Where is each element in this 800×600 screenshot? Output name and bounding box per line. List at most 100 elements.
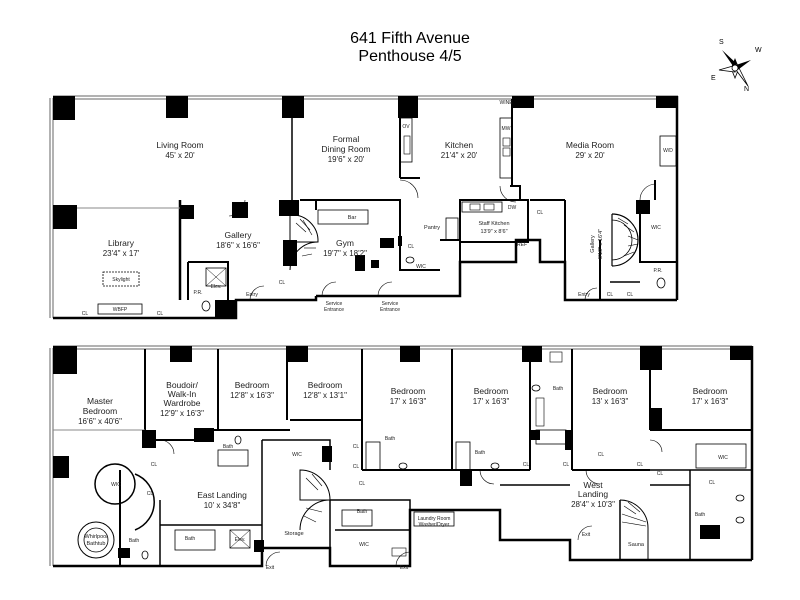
service-entrance-2-label-2: Entrance bbox=[380, 307, 400, 313]
living-room-dim: 45' x 20' bbox=[165, 151, 195, 160]
formal-dining-dim: 19'6" x 20' bbox=[328, 155, 365, 164]
staff-kitchen-dim: 13'9" x 8'6" bbox=[480, 229, 507, 235]
compass-e-label: E bbox=[711, 75, 716, 82]
master-bedroom-label-1: Master bbox=[87, 396, 113, 406]
master-bedroom-dim: 16'6" x 40'6" bbox=[78, 417, 122, 426]
gallery-east-dim: 8'10" x 16'4" bbox=[598, 229, 604, 259]
gallery-east-label: Gallery bbox=[590, 235, 596, 253]
whirlpool-label-1: Whirlpool bbox=[85, 534, 108, 540]
entry-2-label: Entry bbox=[578, 292, 590, 298]
exit-3-label: Exit bbox=[582, 532, 591, 538]
gym-dim: 19'7" x 18'2" bbox=[323, 249, 367, 258]
storage-label: Storage bbox=[284, 531, 303, 537]
boudoir-label-3: Wardrobe bbox=[163, 398, 200, 408]
elev-upper-label: Elev. bbox=[211, 284, 222, 290]
cl-lower-5: CL bbox=[523, 462, 530, 468]
cl-label-2: CL bbox=[157, 311, 164, 317]
formal-dining-label-1: Formal bbox=[333, 134, 360, 144]
compass-s-label: S bbox=[719, 39, 724, 46]
cl-lower-1: CL bbox=[151, 462, 158, 468]
bath-b3-label: Bath bbox=[385, 436, 396, 442]
west-landing-label-2: Landing bbox=[578, 489, 609, 499]
exit-1-label: Exit bbox=[266, 565, 275, 571]
boudoir-label-1: Boudoir/ bbox=[166, 380, 198, 390]
lower-floor-labels: Master Bedroom 16'6" x 40'6" Boudoir/ Wa… bbox=[78, 380, 728, 571]
cl-lower-8: CL bbox=[637, 462, 644, 468]
cl-lower-11: CL bbox=[359, 481, 366, 487]
wbfp-label: WBFP bbox=[113, 307, 128, 313]
wic-master-label: WIC bbox=[111, 482, 121, 488]
pr-1-label: P.R. bbox=[193, 290, 202, 296]
bedroom-6-label: Bedroom bbox=[693, 386, 728, 396]
service-entrance-2-label: Service bbox=[382, 301, 399, 307]
pr-2-label: P.R. bbox=[653, 268, 662, 274]
bath-boudoir-label: Bath bbox=[223, 444, 234, 450]
upper-floor-plan bbox=[49, 95, 679, 320]
west-landing-dim: 28'4" x 10'3" bbox=[571, 500, 615, 509]
whirlpool-label-2: Bathtub bbox=[87, 541, 106, 547]
boudoir-dim: 12'9" x 16'3" bbox=[160, 409, 204, 418]
bedroom-3-dim: 17' x 16'3" bbox=[390, 397, 427, 406]
bedroom-1-label: Bedroom bbox=[235, 380, 270, 390]
exit-2-label: Exit bbox=[400, 565, 409, 571]
wic-west-label: WIC bbox=[718, 455, 728, 461]
ref-label: REF bbox=[517, 242, 527, 248]
cl-lower-4: CL bbox=[353, 464, 360, 470]
bath-b5-label: Bath bbox=[553, 386, 564, 392]
kitchen-label: Kitchen bbox=[445, 140, 474, 150]
living-room-label: Living Room bbox=[156, 140, 203, 150]
cl-lower-7: CL bbox=[598, 452, 605, 458]
wd-label: W/D bbox=[663, 148, 673, 154]
boudoir-label-2: Walk-In bbox=[168, 389, 197, 399]
laundry-label-1: Laundry Room bbox=[418, 516, 451, 522]
media-room-label: Media Room bbox=[566, 140, 614, 150]
bedroom-1-dim: 12'8" x 16'3" bbox=[230, 391, 274, 400]
gallery-label: Gallery bbox=[225, 230, 253, 240]
elev-lower-label: Elev. bbox=[235, 537, 246, 543]
bath-landing-label: Bath bbox=[357, 509, 368, 515]
library-label: Library bbox=[108, 238, 135, 248]
lower-floor-plan bbox=[49, 345, 754, 568]
compass-n-label: N bbox=[744, 86, 749, 93]
cl-label-3: CL bbox=[279, 280, 286, 286]
mw-label: MW bbox=[502, 126, 511, 132]
wic-lower-label: WIC bbox=[359, 542, 369, 548]
bath-east-label: Bath bbox=[185, 536, 196, 542]
bar-label: Bar bbox=[348, 215, 357, 221]
bedroom-4-label: Bedroom bbox=[474, 386, 509, 396]
bedroom-2-dim: 12'8" x 13'1" bbox=[303, 391, 347, 400]
cl-label-5: CL bbox=[537, 210, 544, 216]
cl-lower-2: CL bbox=[147, 491, 154, 497]
pantry-label: Pantry bbox=[424, 225, 440, 231]
formal-dining-label-2: Dining Room bbox=[321, 144, 370, 154]
cl-label-7: CL bbox=[627, 292, 634, 298]
bath-master-label: Bath bbox=[129, 538, 140, 544]
wine-label: WINE bbox=[499, 100, 513, 106]
wic-2-label: WIC bbox=[651, 225, 661, 231]
upper-floor-labels: Living Room 45' x 20' Formal Dining Room… bbox=[82, 100, 673, 317]
plan-subtitle: Penthouse 4/5 bbox=[358, 48, 462, 65]
gallery-dim: 18'6" x 16'6" bbox=[216, 241, 260, 250]
cl-label-1: CL bbox=[82, 311, 89, 317]
east-landing-dim: 10' x 34'8" bbox=[204, 501, 241, 510]
skylight-label: Skylight bbox=[112, 277, 130, 283]
cl-lower-6: CL bbox=[563, 462, 570, 468]
compass-w-label: W bbox=[755, 47, 762, 54]
media-room-dim: 29' x 20' bbox=[575, 151, 605, 160]
service-entrance-1-label: Service bbox=[326, 301, 343, 307]
bedroom-2-label: Bedroom bbox=[308, 380, 343, 390]
cl-label-4: CL bbox=[408, 244, 415, 250]
bedroom-6-dim: 17' x 16'3" bbox=[692, 397, 729, 406]
service-entrance-1-label-2: Entrance bbox=[324, 307, 344, 313]
cl-label-6: CL bbox=[607, 292, 614, 298]
bedroom-5-label: Bedroom bbox=[593, 386, 628, 396]
bedroom-4-dim: 17' x 16'3" bbox=[473, 397, 510, 406]
kitchen-dim: 21'4" x 20' bbox=[441, 151, 478, 160]
east-landing-label: East Landing bbox=[197, 490, 247, 500]
wic-east-label: WIC bbox=[292, 452, 302, 458]
entry-1-label: Entry bbox=[246, 292, 258, 298]
cl-lower-9: CL bbox=[657, 471, 664, 477]
dw-label: DW bbox=[508, 205, 517, 211]
